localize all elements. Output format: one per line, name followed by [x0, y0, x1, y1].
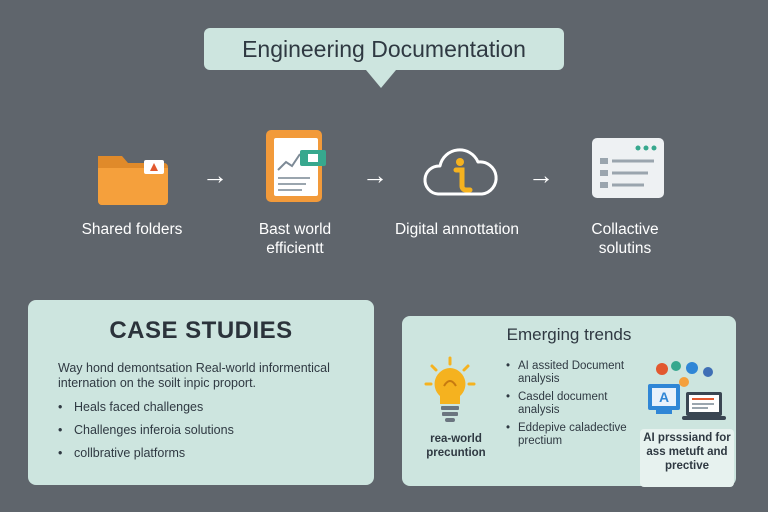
ai-caption: AI prsssiand for ass metuft and prective [640, 429, 734, 487]
flow-arrow-2: → [362, 160, 388, 190]
title-bubble-tail [366, 70, 396, 88]
flow-label-digital-annotation: Digital annottation [394, 221, 520, 238]
cloud-info-icon [420, 134, 500, 214]
page-title: Engineering Documentation [242, 35, 526, 62]
bullet-icon: • [58, 399, 63, 414]
bulb-caption: rea-world precuntion [426, 433, 486, 459]
emerging-trends-panel: Emerging trends rea-world precuntion •AI… [402, 316, 736, 487]
title-bubble: Engineering Documentation [204, 28, 564, 70]
list-item: •collbrative platforms [58, 445, 186, 460]
flow-label-line: Collactive [591, 221, 659, 238]
bullet-icon: • [506, 391, 511, 403]
flow-arrow-1: → [202, 160, 228, 190]
emerging-trends-title: Emerging trends [506, 325, 632, 344]
emerging-trends-list: •AI assited Document analysis •Casdel do… [506, 360, 636, 449]
flow-label-line: Bast world [258, 221, 332, 238]
list-item: •Heals faced challenges [58, 399, 204, 414]
bullet-icon: • [58, 422, 63, 437]
case-studies-text: Way hond demontsation Real-world informe… [58, 361, 330, 390]
flow-label-collactive: Collactive solutins [540, 220, 710, 258]
case-studies-panel: CASE STUDIES Way hond demontsation Real-… [28, 300, 374, 485]
bullet-icon: • [506, 422, 511, 434]
browser-window-icon [588, 134, 668, 214]
case-studies-title: CASE STUDIES [109, 317, 293, 344]
ai-badge: A [658, 389, 670, 405]
folder-icon [92, 138, 172, 218]
flow-label-shared-folders: Shared folders [81, 221, 183, 238]
bullet-icon: • [506, 360, 511, 372]
document-chart-icon [258, 126, 338, 206]
flow-arrow-3: → [528, 160, 554, 190]
bullet-icon: • [58, 445, 63, 460]
case-studies-list: •Heals faced challenges •Challenges infe… [58, 395, 358, 464]
list-item: •Eddepive caladective prectium [506, 422, 627, 447]
flow-label-bast-world: Bast world efficientt [210, 220, 380, 258]
list-item: •Challenges inferoia solutions [58, 422, 234, 437]
ai-devices-icon: A [646, 360, 726, 424]
list-item: •AI assited Document analysis [506, 360, 625, 385]
flow-label-line: efficientt [266, 240, 324, 257]
lightbulb-icon [424, 356, 476, 426]
list-item: •Casdel document analysis [506, 391, 608, 416]
flow-label-line: solutins [598, 240, 652, 257]
